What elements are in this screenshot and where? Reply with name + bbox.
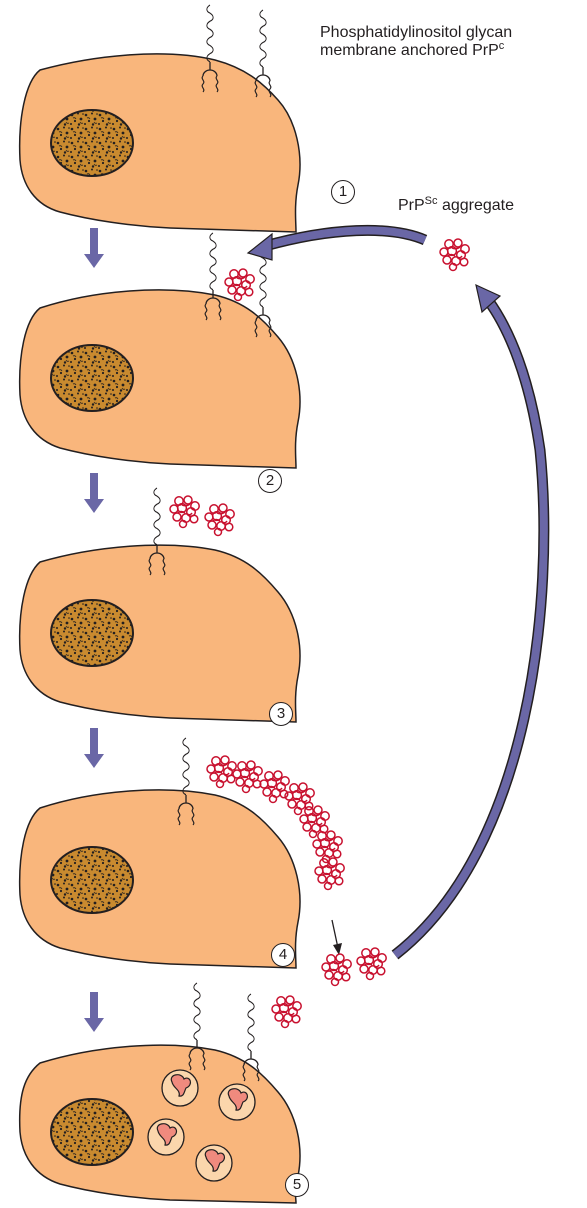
prpsc-suffix: aggregate — [438, 197, 515, 214]
prpsc-aggregate — [272, 996, 301, 1028]
down-arrow-1 — [84, 228, 104, 268]
vesicle — [219, 1084, 255, 1120]
cell-4 — [20, 738, 387, 986]
cell-5 — [20, 983, 302, 1203]
prpsc-aggregate — [357, 948, 386, 980]
cell-1 — [20, 5, 300, 232]
prpsc-aggregate — [315, 858, 344, 890]
uptake-arrowhead — [248, 234, 272, 260]
pi-label-line1: Phosphatidylinositol glycan — [320, 24, 512, 41]
down-arrow-3 — [84, 728, 104, 768]
vesicle — [196, 1145, 232, 1181]
step-1-badge: 1 — [331, 180, 355, 204]
prpsc-aggregate-label: PrPSc aggregate — [398, 197, 514, 215]
pi-label-sup: c — [499, 40, 505, 52]
down-arrow-4 — [84, 992, 104, 1032]
prpsc-aggregate — [170, 496, 199, 528]
pi-anchor-label: Phosphatidylinositol glycan membrane anc… — [320, 24, 512, 60]
prpsc-aggregate — [225, 269, 254, 301]
cell-3 — [20, 488, 300, 722]
prpsc-aggregate — [322, 954, 351, 986]
step-4-badge: 4 — [271, 943, 295, 967]
prpsc-aggregate — [205, 504, 234, 536]
pi-label-line2: membrane anchored PrP — [320, 42, 499, 59]
prpsc-aggregate — [313, 831, 342, 863]
prpsc-aggregate-free — [440, 239, 469, 271]
prpsc-aggregate — [285, 783, 314, 815]
recycle-arrow-outline — [395, 300, 544, 955]
step-5-badge: 5 — [285, 1173, 309, 1197]
prpsc-aggregate — [233, 761, 262, 793]
prpsc-prefix: PrP — [398, 197, 425, 214]
step-3-badge: 3 — [269, 702, 293, 726]
down-arrow-2 — [84, 473, 104, 513]
cell-2 — [20, 233, 300, 468]
vesicle — [148, 1119, 184, 1155]
step-2-badge: 2 — [258, 469, 282, 493]
vesicle — [162, 1070, 198, 1106]
prpsc-aggregate — [207, 756, 236, 788]
prpsc-sup: Sc — [425, 195, 438, 207]
